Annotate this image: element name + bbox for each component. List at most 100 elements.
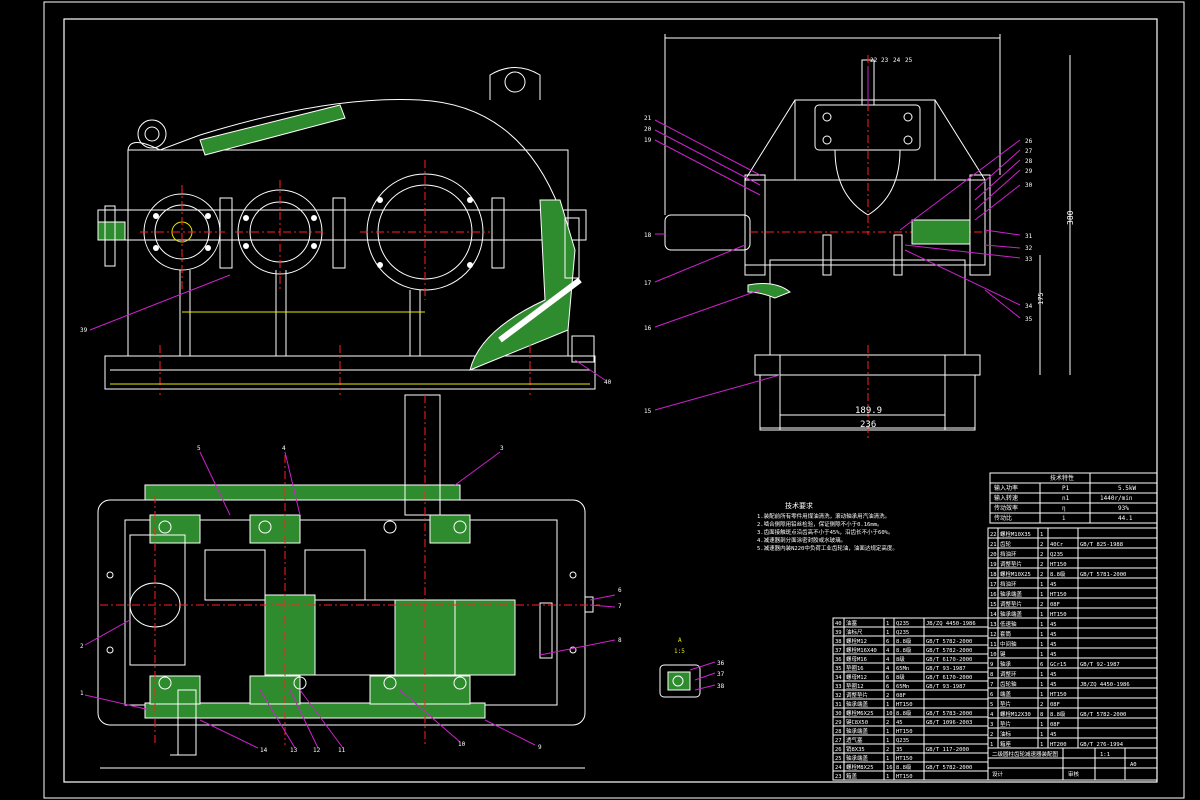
parts-left-cell: 轴承端盖 — [846, 700, 869, 708]
dim-mid-height: 175 — [1037, 292, 1045, 305]
parts-right-cell: 轴承端盖 — [1000, 590, 1023, 598]
spec-cell: η — [1062, 505, 1066, 512]
parts-left-cell: 2 — [886, 747, 889, 753]
balloon-34: 34 — [1025, 303, 1033, 310]
parts-left-cell: 8级 — [896, 673, 905, 681]
balloon-40: 40 — [604, 379, 612, 386]
title-scale: 1:1 — [1100, 752, 1110, 758]
parts-right-cell: 17 — [990, 582, 997, 588]
parts-right-cell: 45 — [1050, 642, 1057, 648]
spec-cell: 44.1 — [1118, 515, 1133, 522]
dim-overall-height: 380 — [1066, 210, 1075, 225]
parts-right-cell: 21 — [990, 542, 997, 548]
parts-right-cell: HT150 — [1050, 612, 1067, 618]
balloon-9: 9 — [538, 744, 542, 751]
parts-right-cell: 螺栓M10X25 — [1000, 570, 1031, 578]
parts-left-cell: 1 — [886, 702, 889, 708]
parts-right-cell: 2 — [990, 732, 993, 738]
balloon-36: 36 — [717, 660, 725, 667]
parts-left-cell: GB/T 5783-2000 — [926, 711, 972, 717]
title-name: 二级圆柱齿轮减速器装配图 — [992, 750, 1059, 758]
spec-table: 技术特性 输入功率 P1 5.5kW 输入转速 n1 1440r/min 传动效… — [989, 472, 1158, 524]
parts-left-cell: 2 — [886, 720, 889, 726]
parts-right-cell: 2 — [1040, 572, 1043, 578]
parts-left-cell: 螺母M12 — [846, 673, 867, 681]
balloon-10: 10 — [458, 741, 466, 748]
parts-right-cell: 08F — [1050, 702, 1060, 708]
parts-left-cell: HT150 — [896, 774, 913, 780]
parts-right-cell: 螺栓M10X35 — [1000, 530, 1031, 538]
balloon-16: 16 — [644, 325, 652, 332]
title-sheet: A0 — [1130, 762, 1137, 768]
parts-right-cell: 1 — [1040, 672, 1043, 678]
parts-right-cell: GB/T 5782-2000 — [1080, 712, 1126, 718]
parts-right-cell: GB/T 5781-2000 — [1080, 572, 1126, 578]
parts-left-cell: 8.8级 — [896, 646, 912, 654]
balloon-32: 32 — [1025, 245, 1033, 252]
parts-left-cell: 65Mn — [896, 684, 909, 690]
parts-right-cell: 1 — [1040, 642, 1043, 648]
parts-right-cell: 1 — [990, 742, 993, 748]
parts-right-cell: GB/T 825-1988 — [1080, 542, 1123, 548]
parts-right-cell: 5 — [990, 702, 993, 708]
parts-right-cell: GB/T 276-1994 — [1080, 742, 1124, 748]
balloon-15: 15 — [644, 408, 652, 415]
parts-right-cell: 1 — [1040, 582, 1043, 588]
parts-right-cell: 挡油环 — [1000, 580, 1017, 588]
parts-left-cell: 37 — [835, 648, 842, 654]
parts-left-cell: 油塞 — [846, 619, 858, 627]
parts-right-cell: 端盖 — [1000, 690, 1012, 698]
parts-right-cell: 19 — [990, 562, 997, 568]
spec-cell: 传动效率 — [994, 504, 1018, 512]
balloon-14: 14 — [260, 747, 268, 754]
parts-right-cell: HT150 — [1050, 562, 1067, 568]
parts-left-cell: 31 — [835, 702, 842, 708]
spec-cell: i — [1062, 515, 1066, 522]
spec-cell: n1 — [1062, 495, 1070, 502]
parts-right-cell: 1 — [1040, 722, 1043, 728]
parts-right-cell: 13 — [990, 622, 997, 628]
parts-left-cell: 08F — [896, 693, 906, 699]
parts-left-cell: HT150 — [896, 756, 913, 762]
side-elevation-view — [654, 34, 1071, 440]
parts-right-cell: 45 — [1050, 582, 1057, 588]
parts-right-cell: 2 — [1040, 562, 1043, 568]
parts-left-cell: 销8X35 — [846, 745, 865, 753]
parts-right-cell: HT150 — [1050, 592, 1067, 598]
balloon-20: 20 — [644, 126, 652, 133]
balloon-4: 4 — [282, 445, 286, 452]
parts-right-cell: 20 — [990, 552, 997, 558]
parts-left-cell: 键C8X50 — [846, 718, 868, 726]
parts-right-cell: 8.8级 — [1050, 570, 1066, 578]
dim-base-width: 236 — [860, 420, 876, 430]
parts-left-cell: 29 — [835, 720, 842, 726]
balloon-3: 3 — [500, 445, 504, 452]
parts-left-cell: 1 — [886, 738, 889, 744]
parts-right-cell: GB/T 92-1987 — [1080, 662, 1120, 668]
side-balloons: 21 20 19 18 17 16 15 22 23 24 25 26 27 2… — [644, 57, 1033, 415]
parts-right-cell: 调整垫片 — [1000, 600, 1022, 608]
parts-left-cell: GB/T 93-1987 — [926, 684, 966, 690]
parts-left-cell: 6 — [886, 639, 889, 645]
parts-right-cell: 45 — [1050, 632, 1057, 638]
parts-left-cell: 1 — [886, 630, 889, 636]
parts-left-cell: 27 — [835, 738, 842, 744]
balloon-31: 31 — [1025, 233, 1033, 240]
parts-right-cell: 中间轴 — [1000, 640, 1017, 648]
balloon-11: 11 — [338, 747, 346, 754]
parts-right-cell: 1 — [1040, 632, 1043, 638]
spec-cell: 输入功率 — [994, 484, 1018, 492]
side-dimension-texts: 380 175 189.9 236 — [855, 210, 1075, 430]
parts-left-cell: 25 — [835, 756, 842, 762]
parts-left-cell: 35 — [835, 666, 842, 672]
parts-right-cell: 15 — [990, 602, 997, 608]
parts-right-cell: Q235 — [1050, 552, 1063, 558]
notes-title: 技术要求 — [785, 501, 813, 510]
parts-right-cell: HT200 — [1050, 742, 1067, 748]
parts-left-cell: 1 — [886, 729, 889, 735]
parts-right-cell: 轴承端盖 — [1000, 610, 1023, 618]
balloon-25: 25 — [905, 57, 913, 64]
parts-right-cell: 40Cr — [1050, 542, 1064, 548]
parts-left-cell: GB/T 5782-2000 — [926, 765, 972, 771]
